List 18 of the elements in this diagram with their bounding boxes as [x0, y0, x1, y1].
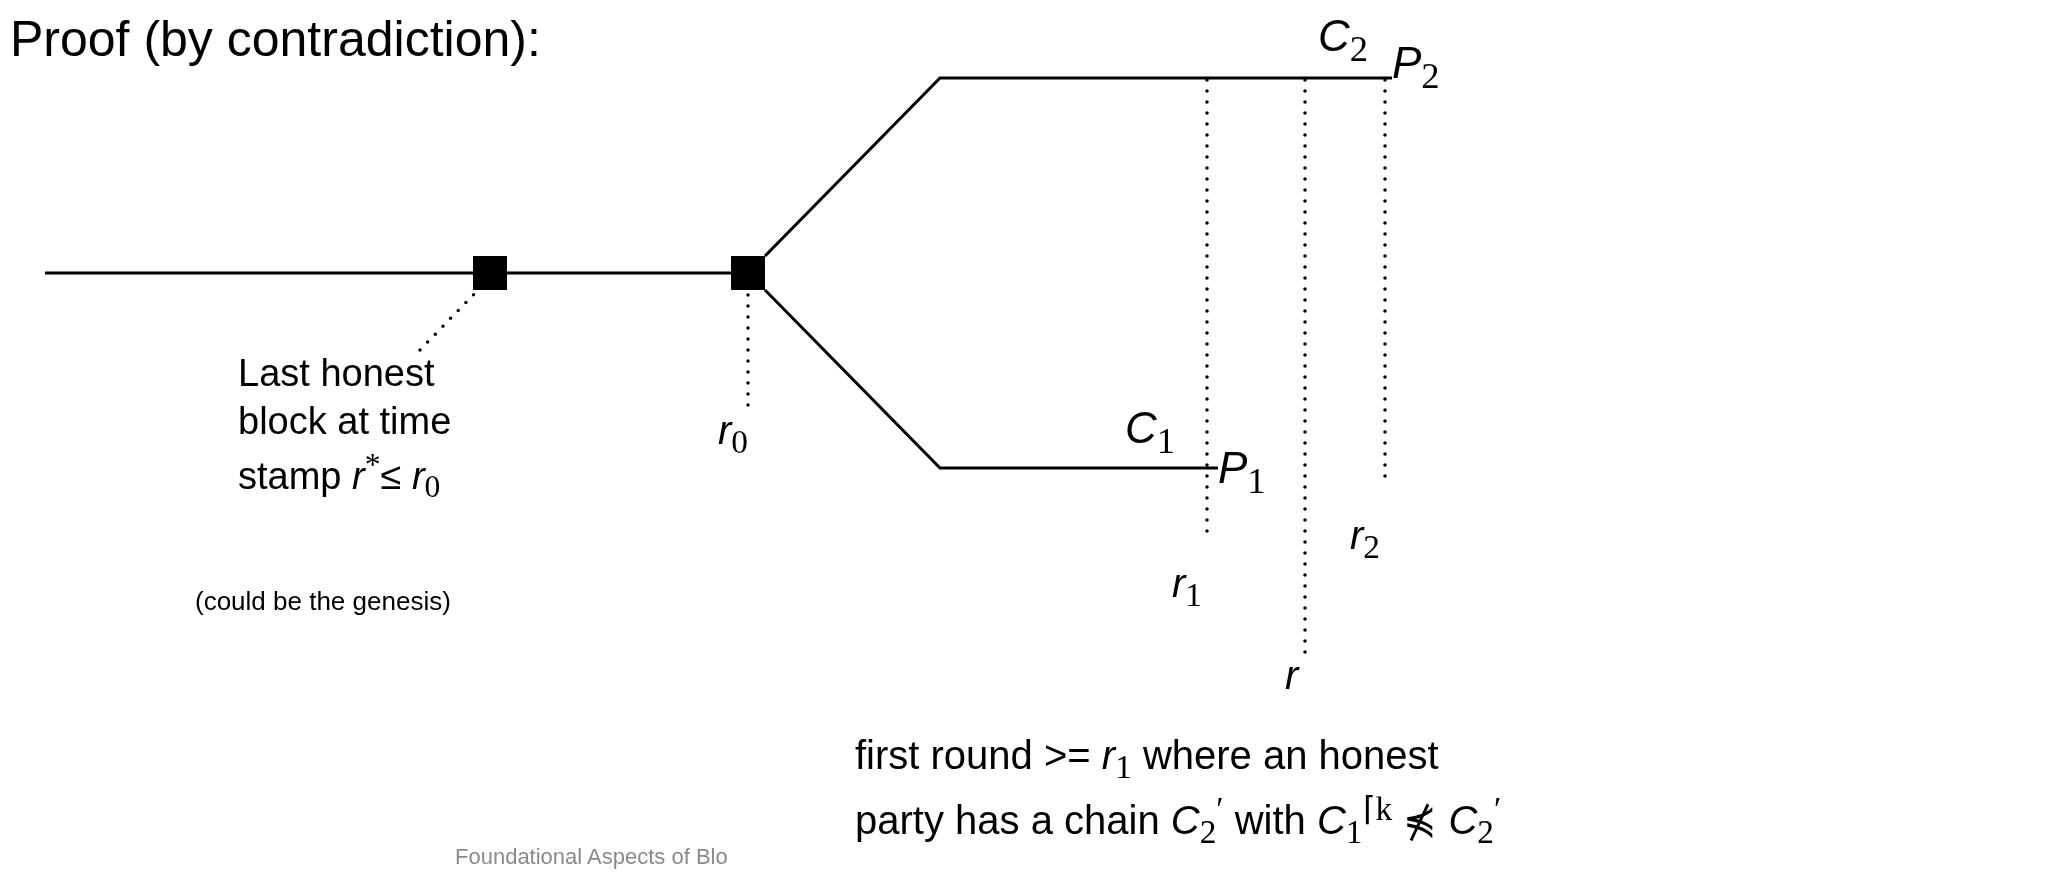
party-label: P$_{2}$	[1392, 35, 1440, 99]
chain-line	[763, 288, 1218, 470]
chain-line	[45, 271, 473, 275]
chain-line	[507, 271, 731, 275]
round-label: r$_{1}$	[1172, 560, 1202, 615]
block-square	[731, 256, 765, 290]
round-label: r	[1285, 652, 1299, 699]
slide-title: Proof (by contradiction):	[10, 10, 541, 69]
party-label: P$_{1}$	[1218, 440, 1266, 504]
block-square	[473, 256, 507, 290]
chain-label: C$_{1}$	[1125, 402, 1176, 463]
chain-line	[763, 76, 1392, 258]
footer-text: Foundational Aspects of Blo	[455, 843, 728, 871]
note-text: (could be the genesis)	[195, 585, 451, 618]
round-label: r$_{2}$	[1350, 512, 1380, 567]
annotation-text: Last honest block at time stamp r$^{*}$≤ r$_{0}$	[238, 350, 488, 507]
chain-label: C$_{2}$	[1318, 10, 1369, 71]
round-label: r$_{0}$	[718, 405, 748, 463]
